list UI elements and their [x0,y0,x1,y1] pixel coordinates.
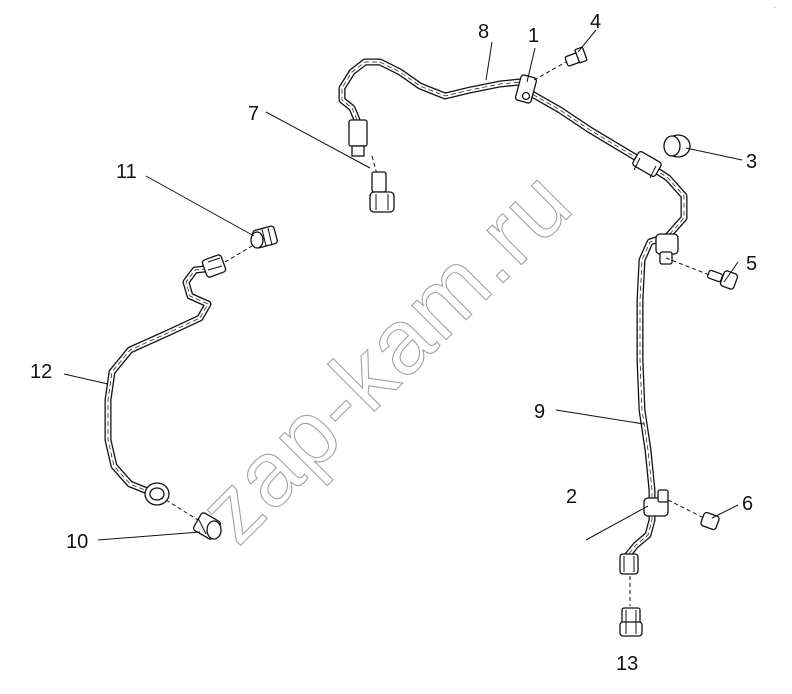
callout-3: 3 [746,151,757,173]
part-5-bolt [706,269,739,290]
axis-4 [533,61,567,81]
pipe-8 [338,58,644,164]
callout-13: 13 [616,653,638,675]
pipe-9-bottom-nut [619,553,639,575]
pipe-9-upper-clamp [655,233,679,265]
axis-6 [667,499,705,519]
callout-5: 5 [746,253,757,275]
part-10-union [192,512,222,540]
callout-8: 8 [478,21,489,43]
callouts: 1 2 3 4 5 6 7 8 9 10 11 12 13 [30,11,757,675]
part-3-cap [663,134,691,158]
pipe-12 [104,264,219,496]
part-6-bolt [700,511,720,531]
callout-11: 11 [116,161,137,183]
part-13-union [619,607,643,637]
callout-4: 4 [590,11,601,33]
callout-2: 2 [566,486,577,508]
callout-10: 10 [66,531,88,553]
axis-10 [165,499,199,521]
pipe-9 [624,156,688,559]
callout-1: 1 [528,25,539,47]
callout-6: 6 [742,493,753,515]
part-4-bolt [564,46,588,67]
callout-7: 7 [248,103,259,125]
axis-11 [224,245,253,263]
part-11-union [250,225,278,249]
part-1-clamp [514,74,538,104]
callout-12: 12 [30,361,52,383]
leader-lines [63,29,743,541]
pipe-junction-nut [632,151,662,179]
pipe-12-top-nut [201,254,227,278]
callout-9: 9 [534,401,545,423]
corner-mark: . [774,4,776,10]
axis-5 [665,257,713,277]
part-2-clamp [643,489,669,517]
pipe-12-bottom-nut [144,482,170,506]
part-7-fitting [348,119,395,213]
